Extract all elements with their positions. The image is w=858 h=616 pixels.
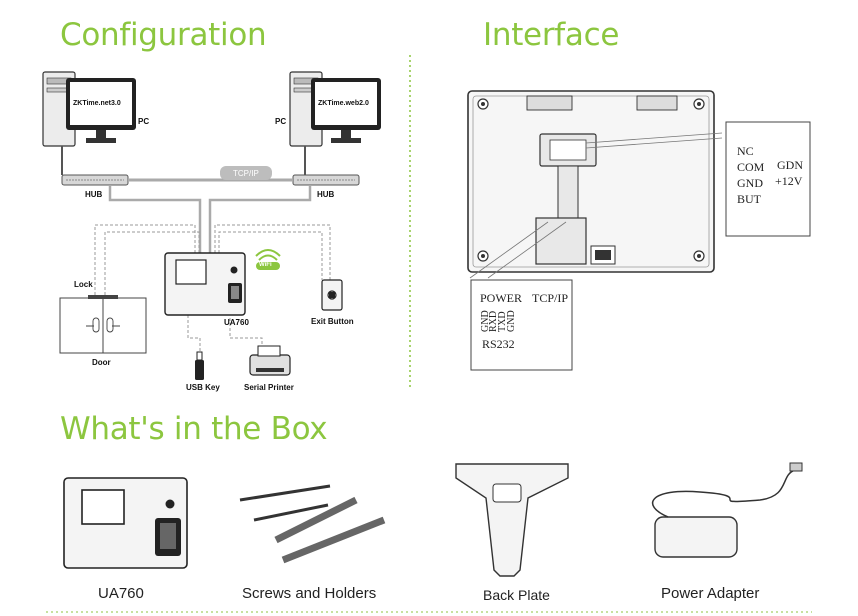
- box-ua760: [63, 477, 188, 569]
- serial-printer: [249, 345, 291, 376]
- wifi-badge: [255, 249, 281, 270]
- wifi-label: WiFi: [259, 262, 272, 268]
- relay-pin-nc: NC: [737, 144, 754, 158]
- rs232-pin-gnd-2: GND: [506, 310, 517, 332]
- usb-key: [195, 351, 204, 380]
- device-label: UA760: [224, 318, 249, 327]
- power-callout: [470, 279, 573, 371]
- power-pin-gdn: GDN: [777, 158, 803, 172]
- ua760-device: [164, 252, 246, 316]
- interface-leaders: [469, 132, 723, 279]
- power-pin-12v: +12V: [775, 174, 803, 188]
- dashed-wiring: [94, 224, 331, 353]
- relay-pin-gnd: GND: [737, 176, 763, 190]
- relay-pin-but: BUT: [737, 192, 761, 206]
- hub-left: [61, 174, 129, 186]
- serial-printer-label: Serial Printer: [244, 383, 294, 392]
- rs232-label: RS232: [482, 337, 515, 351]
- door-label: Door: [92, 358, 111, 367]
- exit-button-label: Exit Button: [311, 317, 354, 326]
- box-item-screws: Screws and Holders: [242, 585, 377, 602]
- box-item-power-adapter: Power Adapter: [661, 585, 760, 602]
- configuration-title: Configuration: [60, 17, 267, 53]
- relay-callout: [725, 121, 811, 237]
- hub-right-label: HUB: [317, 190, 335, 199]
- relay-pin-com: COM: [737, 160, 765, 174]
- pc-right: [289, 71, 381, 147]
- pc-left-label: PC: [138, 117, 150, 126]
- pc-right-label: PC: [275, 117, 287, 126]
- box-item-ua760: UA760: [98, 585, 144, 602]
- box-title: What's in the Box: [60, 411, 328, 447]
- box-screws: [239, 484, 386, 564]
- door: [59, 295, 147, 354]
- usb-key-label: USB Key: [186, 383, 220, 392]
- lock-label: Lock: [74, 280, 93, 289]
- hub-left-label: HUB: [85, 190, 103, 199]
- box-back-plate: [455, 463, 569, 577]
- box-item-back-plate: Back Plate: [483, 587, 550, 603]
- exit-button-device: [321, 279, 343, 311]
- pc-right-screen-label: ZKTime.web2.0: [318, 100, 369, 107]
- tcpip-link-label: TCP/IP: [233, 169, 259, 178]
- box-power-adapter: [651, 462, 803, 558]
- tcpip-label: TCP/IP: [532, 291, 569, 305]
- pc-left: [42, 71, 136, 147]
- interface-title: Interface: [483, 17, 620, 53]
- power-label: POWER: [480, 291, 522, 305]
- interface-backplate: [467, 90, 715, 273]
- pc-left-screen-label: ZKTime.net3.0: [73, 100, 121, 107]
- tcpip-pill: [220, 166, 272, 180]
- hub-right: [292, 174, 360, 186]
- relay-pin-list: NC COM GND BUT: [737, 143, 764, 207]
